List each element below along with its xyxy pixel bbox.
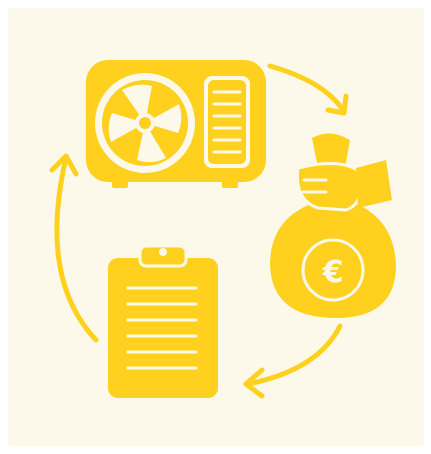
cycle-arrows-icon xyxy=(49,63,349,399)
arrow-clipboard-to-ac-head xyxy=(49,153,79,177)
money-bag-euro-icon: € xyxy=(270,133,396,318)
clipboard-lines xyxy=(126,286,198,370)
air-conditioner-unit-icon xyxy=(86,60,266,188)
euro-coin-ring xyxy=(301,238,365,302)
clipboard-icon xyxy=(108,244,218,398)
arrow-clipboard-to-ac xyxy=(54,155,99,343)
vent-lines xyxy=(212,90,242,154)
euro-symbol: € xyxy=(322,255,344,290)
arrow-ac-to-money xyxy=(267,63,347,115)
arrow-money-to-clipboard-head xyxy=(243,367,265,399)
arrow-ac-to-money-head xyxy=(325,93,349,116)
finger-lines xyxy=(301,178,328,194)
arrow-money-to-clipboard xyxy=(245,323,343,387)
